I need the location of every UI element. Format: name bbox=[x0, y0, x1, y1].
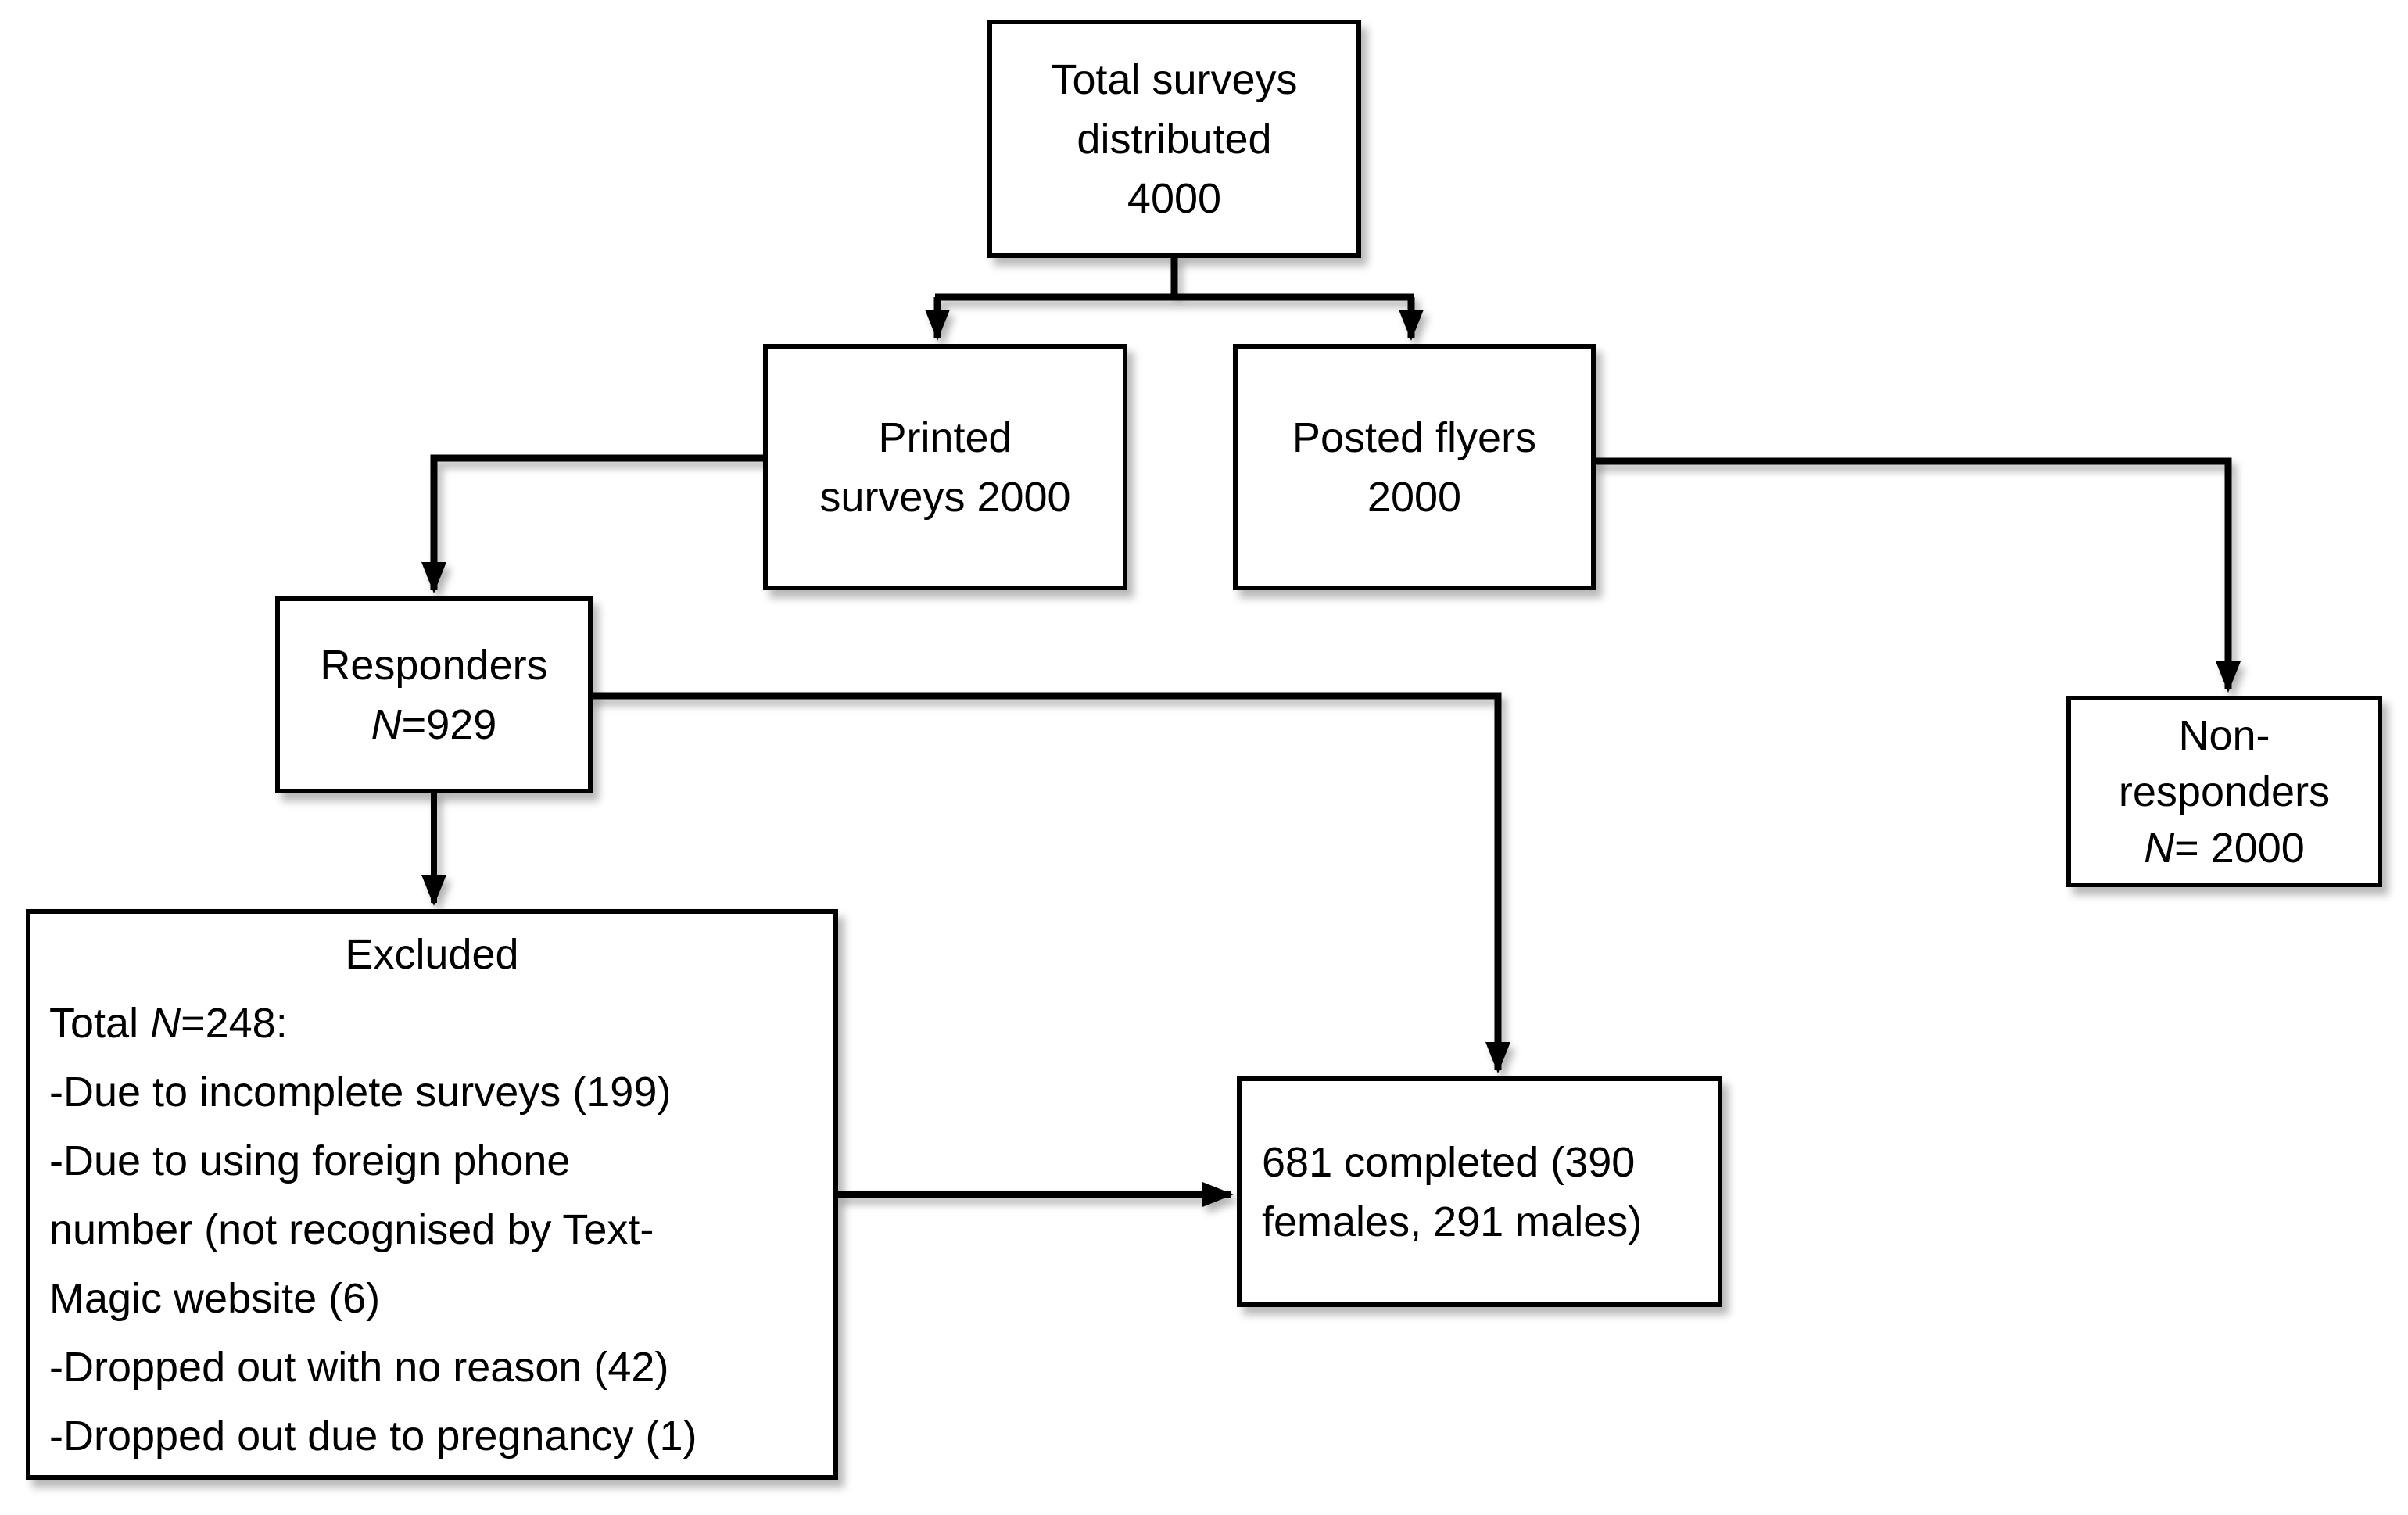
total-surveys-line1: Total surveys bbox=[1051, 56, 1298, 103]
responders-label: Responders bbox=[320, 642, 548, 689]
printed-surveys-line2: surveys 2000 bbox=[819, 473, 1071, 521]
box-completed: 681 completed (390 females, 291 males) bbox=[1237, 1076, 1722, 1307]
responders-n-value: =929 bbox=[401, 701, 497, 748]
box-non-responders: Non- responders N= 2000 bbox=[2066, 696, 2382, 887]
completed-line1: 681 completed (390 bbox=[1262, 1138, 1636, 1186]
box-printed-surveys: Printed surveys 2000 bbox=[763, 344, 1127, 590]
printed-surveys-line1: Printed bbox=[878, 414, 1012, 461]
non-responders-count: N= 2000 bbox=[2144, 820, 2305, 876]
connector-printed-to-responders bbox=[421, 454, 766, 593]
excluded-total-line: Total N=248: bbox=[49, 989, 815, 1058]
non-responders-line1: Non- bbox=[2178, 711, 2270, 759]
responders-n-symbol: N bbox=[371, 701, 402, 748]
non-responders-n-symbol: N bbox=[2144, 824, 2175, 872]
excluded-reason-line: -Dropped out due to pregnancy (1) bbox=[49, 1413, 697, 1459]
excluded-total-prefix: Total bbox=[49, 1000, 151, 1047]
posted-flyers-line1: Posted flyers bbox=[1292, 414, 1537, 461]
box-excluded: Excluded Total N=248: -Due to incomplete… bbox=[26, 909, 838, 1480]
non-responders-n-value: = 2000 bbox=[2174, 824, 2305, 872]
box-total-surveys: Total surveys distributed 4000 bbox=[987, 20, 1361, 258]
completed-line2: females, 291 males) bbox=[1262, 1198, 1643, 1245]
responders-count: N=929 bbox=[371, 695, 497, 754]
non-responders-line2: responders bbox=[2118, 768, 2331, 815]
connector-total-branch bbox=[935, 256, 1414, 301]
total-surveys-line2: distributed bbox=[1077, 115, 1272, 163]
excluded-reason-line: number (not recognised by Text- bbox=[49, 1206, 654, 1253]
total-surveys-count: 4000 bbox=[1127, 174, 1222, 222]
box-posted-flyers: Posted flyers 2000 bbox=[1233, 344, 1596, 590]
posted-flyers-count: 2000 bbox=[1367, 473, 1462, 521]
connector-posted-to-nonresponders bbox=[1593, 457, 2241, 693]
excluded-title: Excluded bbox=[345, 931, 519, 978]
excluded-n-symbol: N bbox=[150, 1000, 181, 1047]
excluded-total-value: =248: bbox=[181, 1000, 288, 1047]
excluded-reason-line: -Due to using foreign phone bbox=[49, 1137, 571, 1184]
excluded-reason-line: Magic website (6) bbox=[49, 1275, 381, 1322]
excluded-reason-line: -Due to incomplete surveys (199) bbox=[49, 1069, 672, 1116]
box-responders: Responders N=929 bbox=[275, 596, 593, 793]
excluded-reason-line: -Dropped out with no reason (42) bbox=[49, 1344, 669, 1391]
connector-responders-to-completed bbox=[589, 692, 1510, 1073]
